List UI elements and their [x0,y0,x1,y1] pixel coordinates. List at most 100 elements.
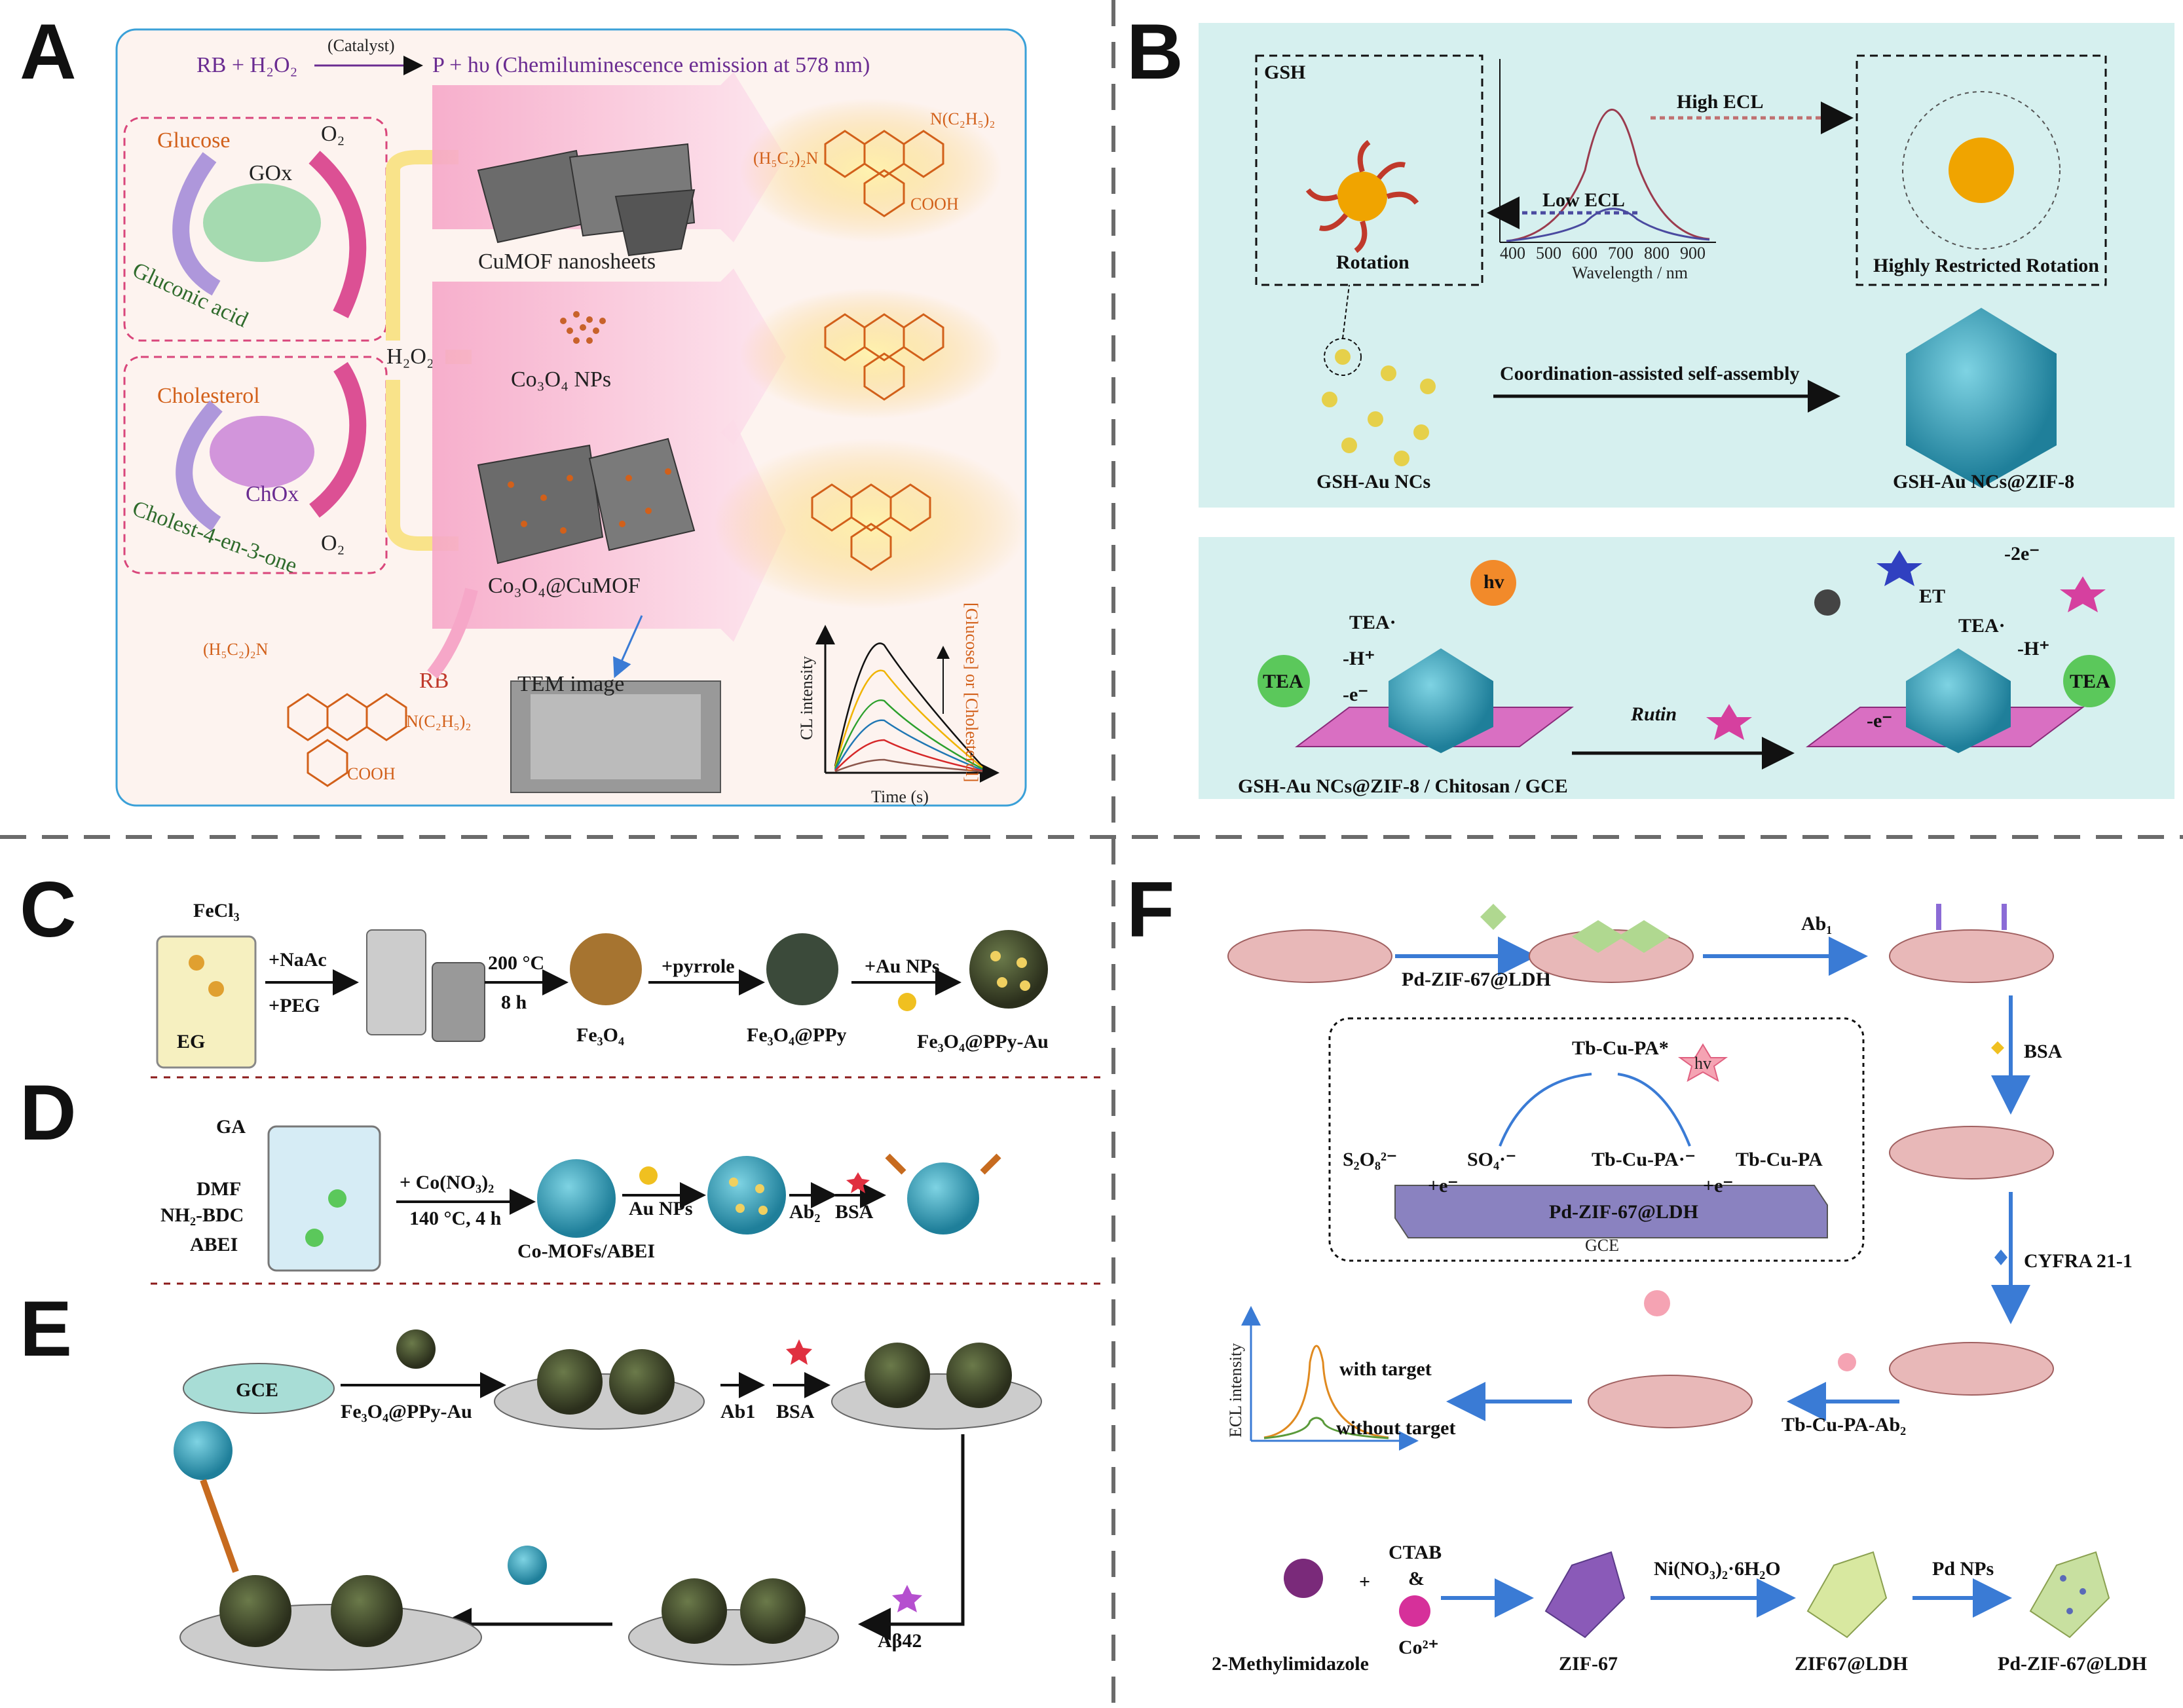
panel-b: GSH Rotation 400 500 600 700 800 900 Wav… [1199,23,2174,799]
tb-ab2-label: Tb-Cu-PA-Ab₂ [1782,1414,1906,1436]
eg-label: EG [177,1031,205,1052]
cl-ylabel: CL intensity [797,656,816,740]
au-nc-icon [1337,172,1387,221]
rb-reagent [287,693,407,787]
rb-reagent-cooh: COOH [347,764,396,783]
pyrrole-label: +pyrrole [662,956,735,977]
assembly-label: Coordination-assisted self-assembly [1500,363,1800,384]
rb-product-2 [824,313,944,401]
gsh-au-label: GSH-Au NCs [1316,471,1430,492]
gce-label: GCE [236,1379,278,1401]
panel-label-d: D [20,1069,77,1157]
bsa-d-label: BSA [835,1201,874,1223]
high-ecl-label: High ECL [1677,91,1764,113]
tb-radical-label: Tb-Cu-PA·⁻ [1592,1149,1696,1170]
gsh-au-zif-label: GSH-Au NCs@ZIF-8 [1893,471,2074,492]
cl-xlabel: Time (s) [871,787,929,806]
ga-label: GA [216,1116,246,1138]
cyfra-label: CYFRA 21-1 [2024,1250,2133,1272]
panel-label-a: A [20,8,77,96]
wl-axis-label: Wavelength / nm [1572,263,1688,282]
fe3o4ppyau-e-label: Fe₃O₄@PPy-Au [341,1401,472,1422]
peg-label: +PEG [269,995,320,1016]
amp-label: & [1408,1568,1425,1589]
wl-tick-5: 800 [1644,244,1670,263]
ab1-f-label: Ab₁ [1801,913,1832,935]
reaction-left: RB + H₂O₂ [196,53,297,77]
autoclave-icon [366,929,426,1035]
without-target-label: without target [1336,1417,1455,1439]
fe3o4-label: Fe₃O₄ [576,1024,624,1046]
pd-zif-final-label: Pd-ZIF-67@LDH [1998,1653,2147,1675]
dmf-label: DMF [196,1178,241,1200]
zif67-label: ZIF-67 [1559,1653,1618,1675]
tb-excited-label: Tb-Cu-PA* [1572,1037,1669,1059]
plus-sign: + [1359,1571,1370,1593]
cumof-label: CuMOF nanosheets [478,250,656,274]
ecl-result-plot: ECL intensity with target without target [1226,1306,1455,1451]
h2o2-label: H₂O₂ [386,344,434,369]
low-ecl-label: Low ECL [1542,189,1625,211]
reaction-right: P + hυ (Chemiluminescence emission at 57… [432,53,870,77]
cooh-1: COOH [910,195,959,214]
chox-label: ChOx [246,482,299,506]
gox-enzyme-icon [203,183,321,262]
ctab-label: CTAB [1389,1542,1442,1563]
time-label: 8 h [501,992,527,1013]
co3o4-label: Co₃O₄ NPs [511,367,611,392]
ecl-intensity-label: ECL intensity [1226,1343,1245,1438]
h-plus-left: -H⁺ [1343,648,1375,669]
cl-plot: CL intensity Time (s) [Glucose] or [Chol… [797,603,999,806]
tem-label: TEM image [517,672,624,696]
ab2-label: Ab₂ [789,1201,820,1223]
nh2bdc-label: NH₂-BDC [160,1204,244,1226]
fe3o4ppyau-sphere [969,930,1048,1009]
mim-label: 2-Methylimidazole [1212,1653,1369,1675]
gsh-label: GSH [1264,62,1305,83]
zif-ldh-label: ZIF67@LDH [1795,1653,1908,1675]
hv-star-icon [1470,560,1516,606]
wl-tick-4: 700 [1608,244,1633,263]
et-label: ET [1919,585,1945,607]
pd-zif-label: Pd-ZIF-67@LDH [1402,969,1551,990]
o2-top-label: O₂ [321,122,345,146]
co2-label: Co²⁺ [1398,1637,1439,1658]
co-mofs-label: Co-MOFs/ABEI [517,1240,655,1262]
gox-label: GOx [249,161,292,185]
panel-f: Pd-ZIF-67@LDH Ab₁ BSA CYFRA 21-1 Tb-Cu-P… [1212,904,2147,1675]
composite-label: Co₃O₄@CuMOF [488,574,641,598]
wl-tick-2: 500 [1536,244,1561,263]
abei-label: ABEI [190,1234,238,1255]
glucose-label: Glucose [157,128,230,153]
rb-product-3 [811,483,931,571]
electrode-label: GSH-Au NCs@ZIF-8 / Chitosan / GCE [1238,775,1568,797]
wl-tick-1: 400 [1500,244,1525,263]
rutin-label: Rutin [1630,703,1677,725]
e-minus-left: -e⁻ [1343,684,1368,705]
rb-formula-1: (H₅C₂)₂N [753,149,819,168]
tea-label-right: TEA [2070,671,2110,692]
rb-product-1 [824,130,944,217]
h-plus-right: -H⁺ [2017,638,2049,659]
tea-label-left: TEA [1263,671,1303,692]
panel-d: GA DMF NH₂-BDC ABEI + Co(NO₃)₂ 140 °C, 4… [160,1116,1001,1272]
ab1-e-label: Ab1 [720,1401,755,1422]
fe3o4ppy-sphere [766,933,838,1005]
rutin-icon [1706,704,1752,740]
bare-electrode [1227,929,1392,983]
gce-disk [183,1363,335,1414]
so4-label: SO₄·⁻ [1467,1149,1516,1170]
rb-formula-1b: N(C₂H₅)₂ [930,109,995,128]
two-e-label: -2e⁻ [2004,543,2040,565]
tea-icon-left [1258,655,1310,707]
hv-f-label: hv [1694,1054,1711,1073]
plus-e-2: +e⁻ [1703,1175,1733,1197]
reaction-catalyst: (Catalyst) [327,36,395,55]
bsa-e-label: BSA [776,1401,815,1422]
abeta-label: Aβ42 [878,1630,922,1652]
pd-nps-label: Pd NPs [1932,1558,1994,1580]
panel-a: RB + H₂O₂ (Catalyst) P + hυ (Chemilumine… [115,28,1028,807]
electrode-layer-label: Pd-ZIF-67@LDH [1549,1201,1698,1223]
ecl-spectrum: 400 500 600 700 800 900 Wavelength / nm [1499,59,1716,282]
beaker-icon [156,935,257,1069]
